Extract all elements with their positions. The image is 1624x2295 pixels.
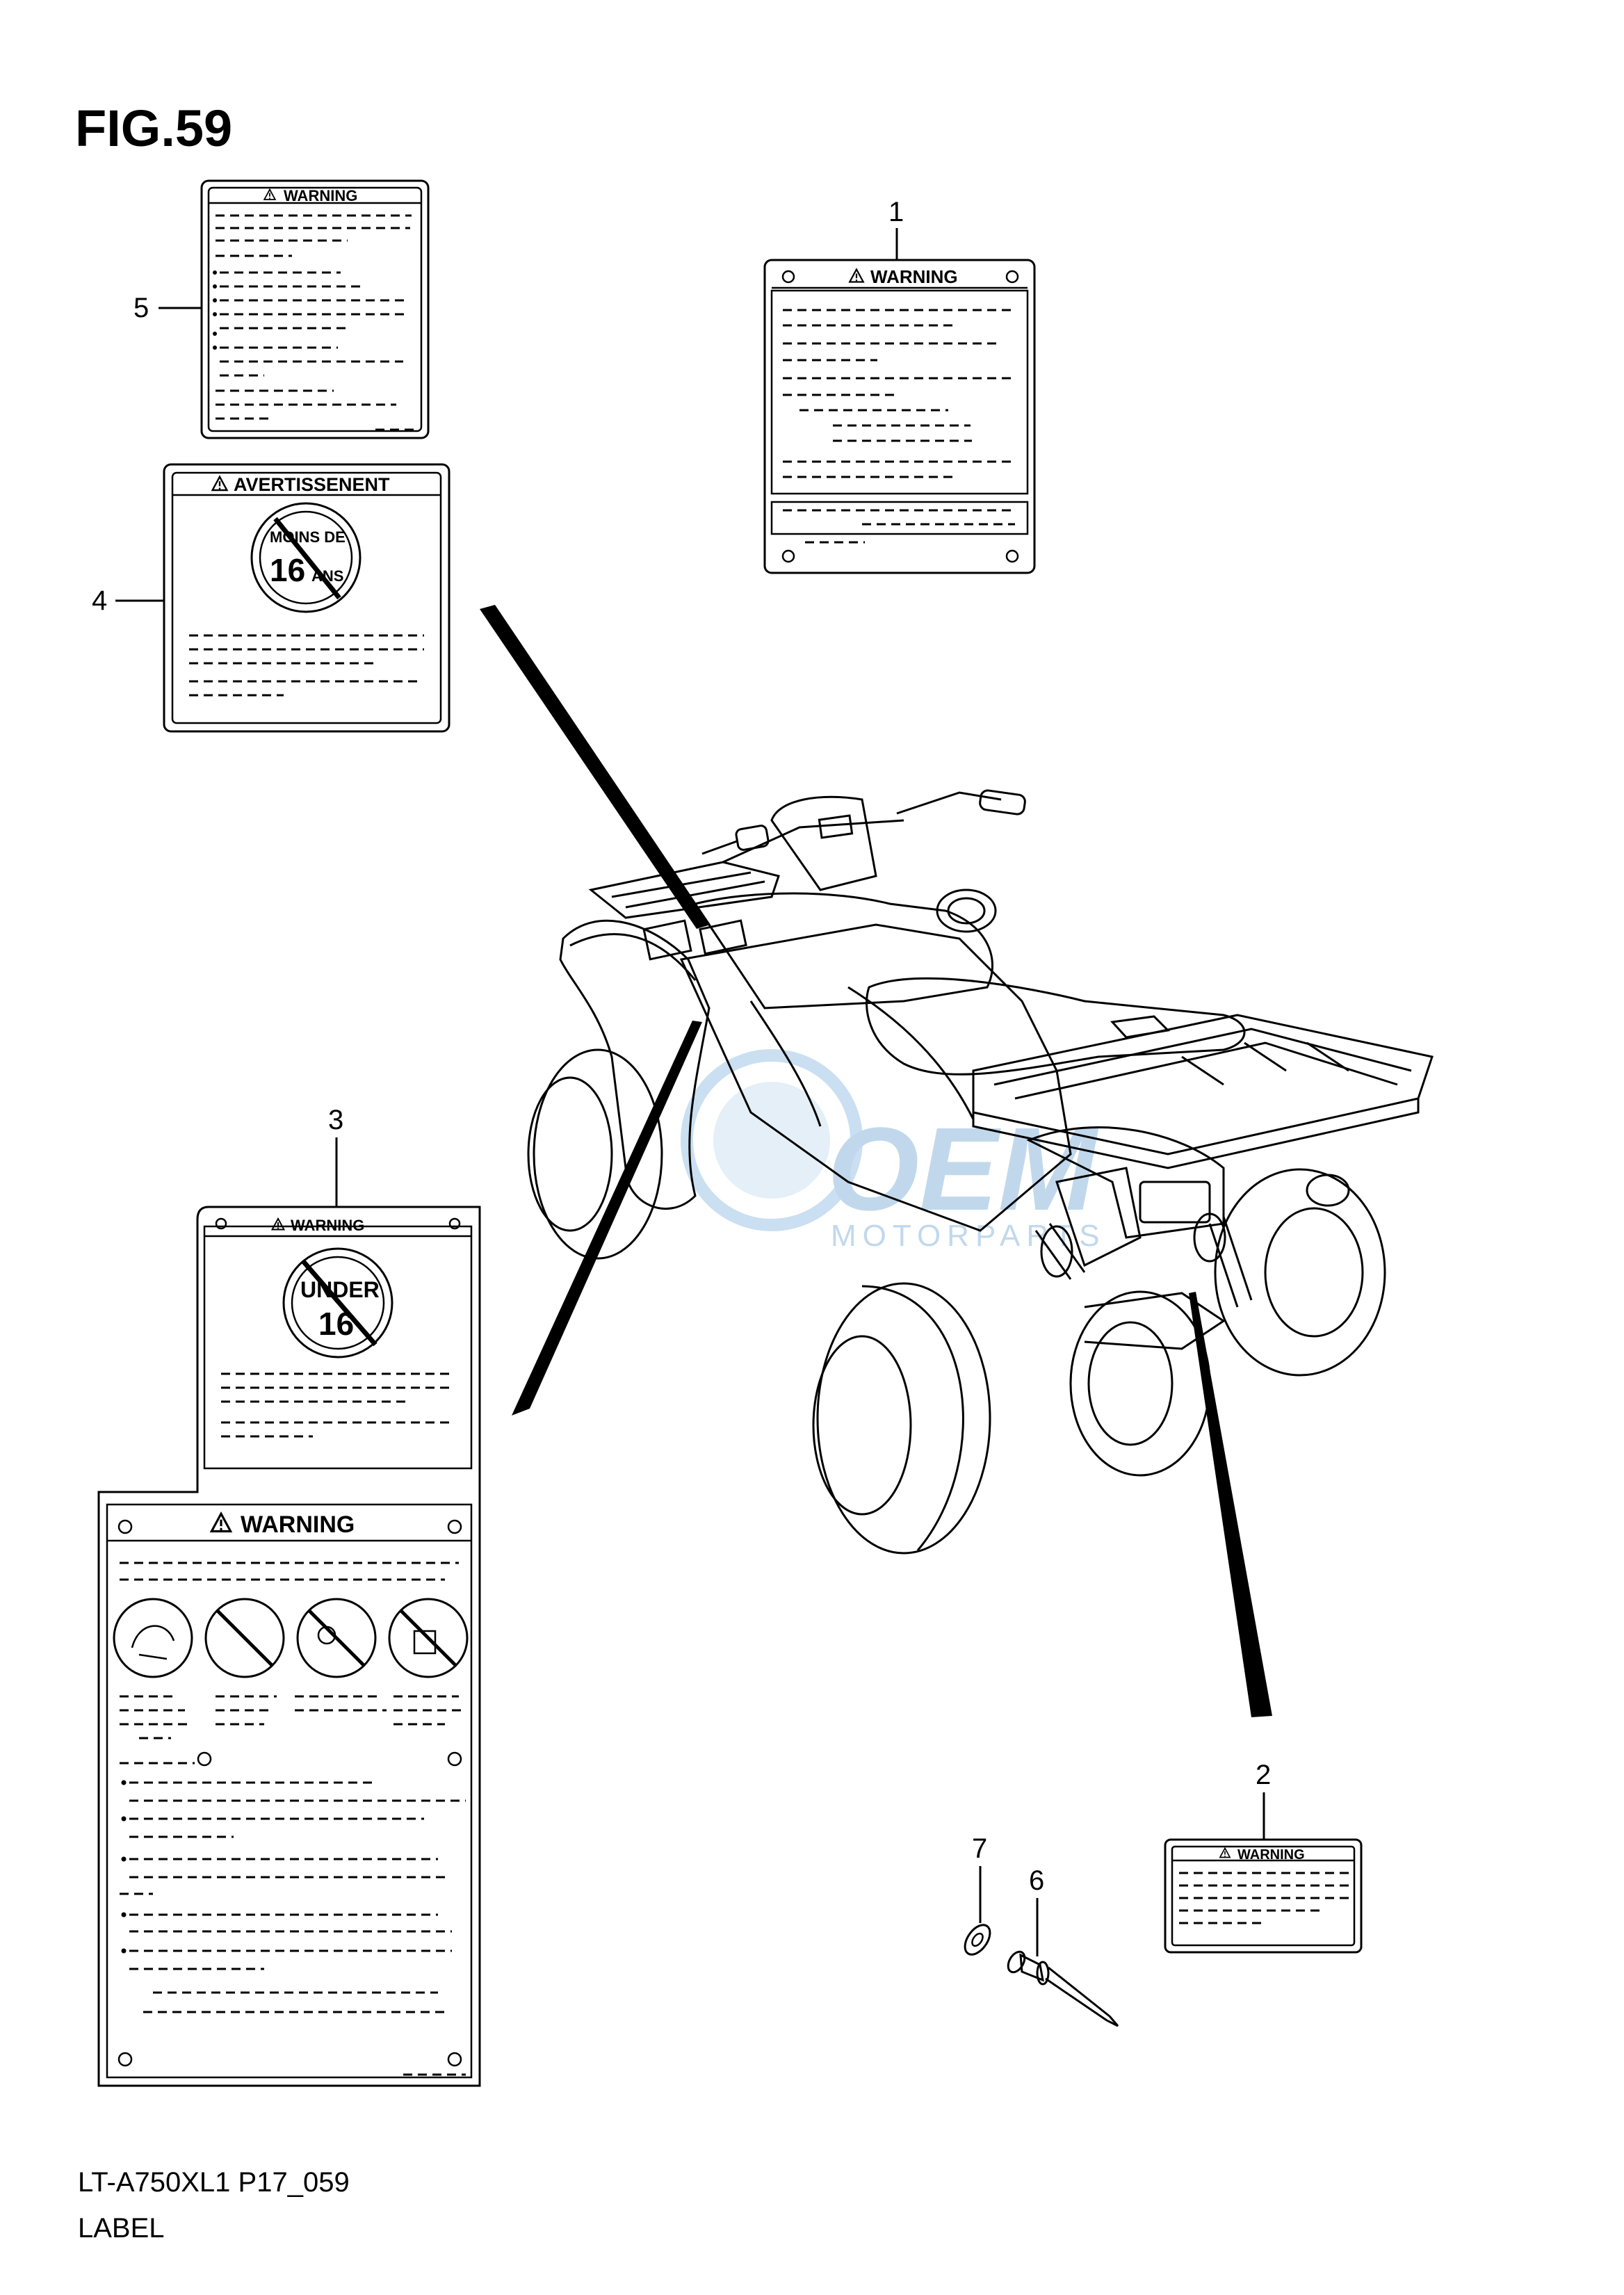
callout-4: 4 <box>92 585 107 616</box>
callout-2: 2 <box>1256 1760 1271 1790</box>
watermark-brand: OEM <box>827 1103 1099 1235</box>
label-1: WARNING <box>763 259 1036 574</box>
washer-part-7 <box>964 1924 991 1956</box>
label-1-heading: WARNING <box>870 266 958 287</box>
leader-wedge-label-2 <box>1189 1292 1272 1717</box>
callout-3: 3 <box>328 1105 343 1135</box>
rivet-part-6 <box>1007 1950 1119 2027</box>
label-5: WARNING <box>200 179 430 439</box>
label-2: WARNING <box>1164 1838 1363 1954</box>
label-4-heading: AVERTISSENENT <box>234 474 390 495</box>
callout-7: 7 <box>972 1833 987 1864</box>
model-code: LT-A750XL1 P17_059 <box>78 2167 350 2198</box>
pictogram-text-top: MOINS DE <box>270 528 346 546</box>
figure-title: FIG.59 <box>75 99 232 157</box>
age-restriction-pictogram: MOINS DE 16 ANS <box>250 502 362 613</box>
label-4: AVERTISSENENT MOINS DE 16 ANS <box>163 463 450 733</box>
watermark-sub: MOTORPARTS <box>831 1219 1106 1253</box>
label-3-top-heading: WARNING <box>291 1217 364 1234</box>
callout-6: 6 <box>1029 1865 1044 1896</box>
section-name: LABEL <box>78 2213 165 2244</box>
leader-wedge-label-4 <box>480 605 710 929</box>
label-3-bottom-heading: WARNING <box>241 1511 355 1538</box>
label-3: WARNING UNDER 16 WARNING <box>97 1206 481 2087</box>
callout-1: 1 <box>888 197 904 227</box>
under-16-pictogram: UNDER 16 <box>282 1247 393 1359</box>
pictogram-under: UNDER <box>300 1277 380 1302</box>
pictogram-age: 16 <box>270 552 305 588</box>
label-5-heading: WARNING <box>284 187 357 204</box>
atv-illustration <box>527 789 1434 1555</box>
watermark-logo: OEM MOTORPARTS <box>681 1049 1106 1253</box>
callout-5: 5 <box>133 293 149 323</box>
label-2-heading: WARNING <box>1237 1847 1305 1863</box>
safety-pictograms <box>113 1598 469 1678</box>
leader-wedge-label-3 <box>512 1021 702 1416</box>
